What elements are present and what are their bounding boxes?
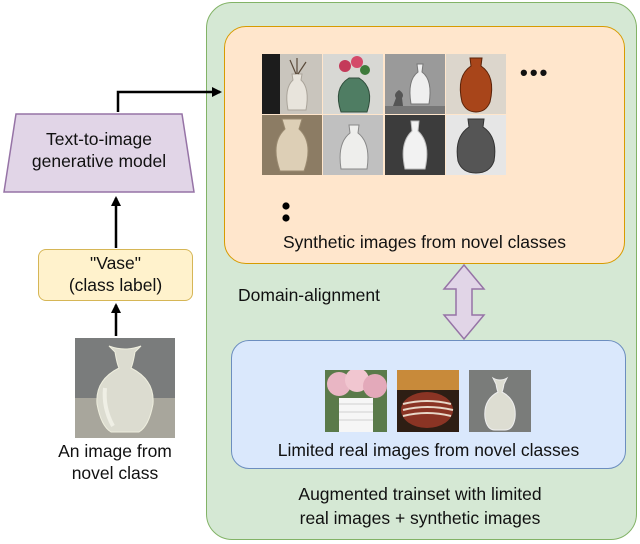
more-images-indicator: • • • — [520, 60, 547, 85]
real-caption: Limited real images from novel classes — [277, 440, 580, 460]
arrow-generator-to-synthetic — [116, 87, 222, 112]
class-label-box — [38, 249, 193, 301]
input-caption: An image from novel class — [58, 441, 172, 483]
real-image — [325, 370, 387, 432]
vertical-ellipsis-icon — [282, 202, 290, 222]
synthetic-image — [323, 115, 383, 175]
trainset-caption: Augmented trainset with limited real ima… — [298, 484, 542, 528]
real-image — [469, 370, 531, 432]
synthetic-caption: Synthetic images from novel classes — [282, 232, 567, 252]
generator-shape — [3, 113, 195, 193]
generator-label: Text-to-image generative model — [31, 129, 167, 171]
input-vase-image — [75, 338, 175, 438]
synthetic-image — [446, 115, 506, 175]
synthetic-image — [262, 115, 322, 175]
synthetic-image — [385, 54, 445, 114]
class-label-text: "Vase" (class label) — [68, 253, 163, 295]
synthetic-image — [385, 115, 445, 175]
synthetic-image — [446, 54, 506, 114]
synthetic-image — [323, 54, 383, 114]
synthetic-image — [262, 54, 322, 114]
real-image — [397, 370, 459, 432]
domain-alignment-label: Domain-alignment — [238, 285, 381, 305]
